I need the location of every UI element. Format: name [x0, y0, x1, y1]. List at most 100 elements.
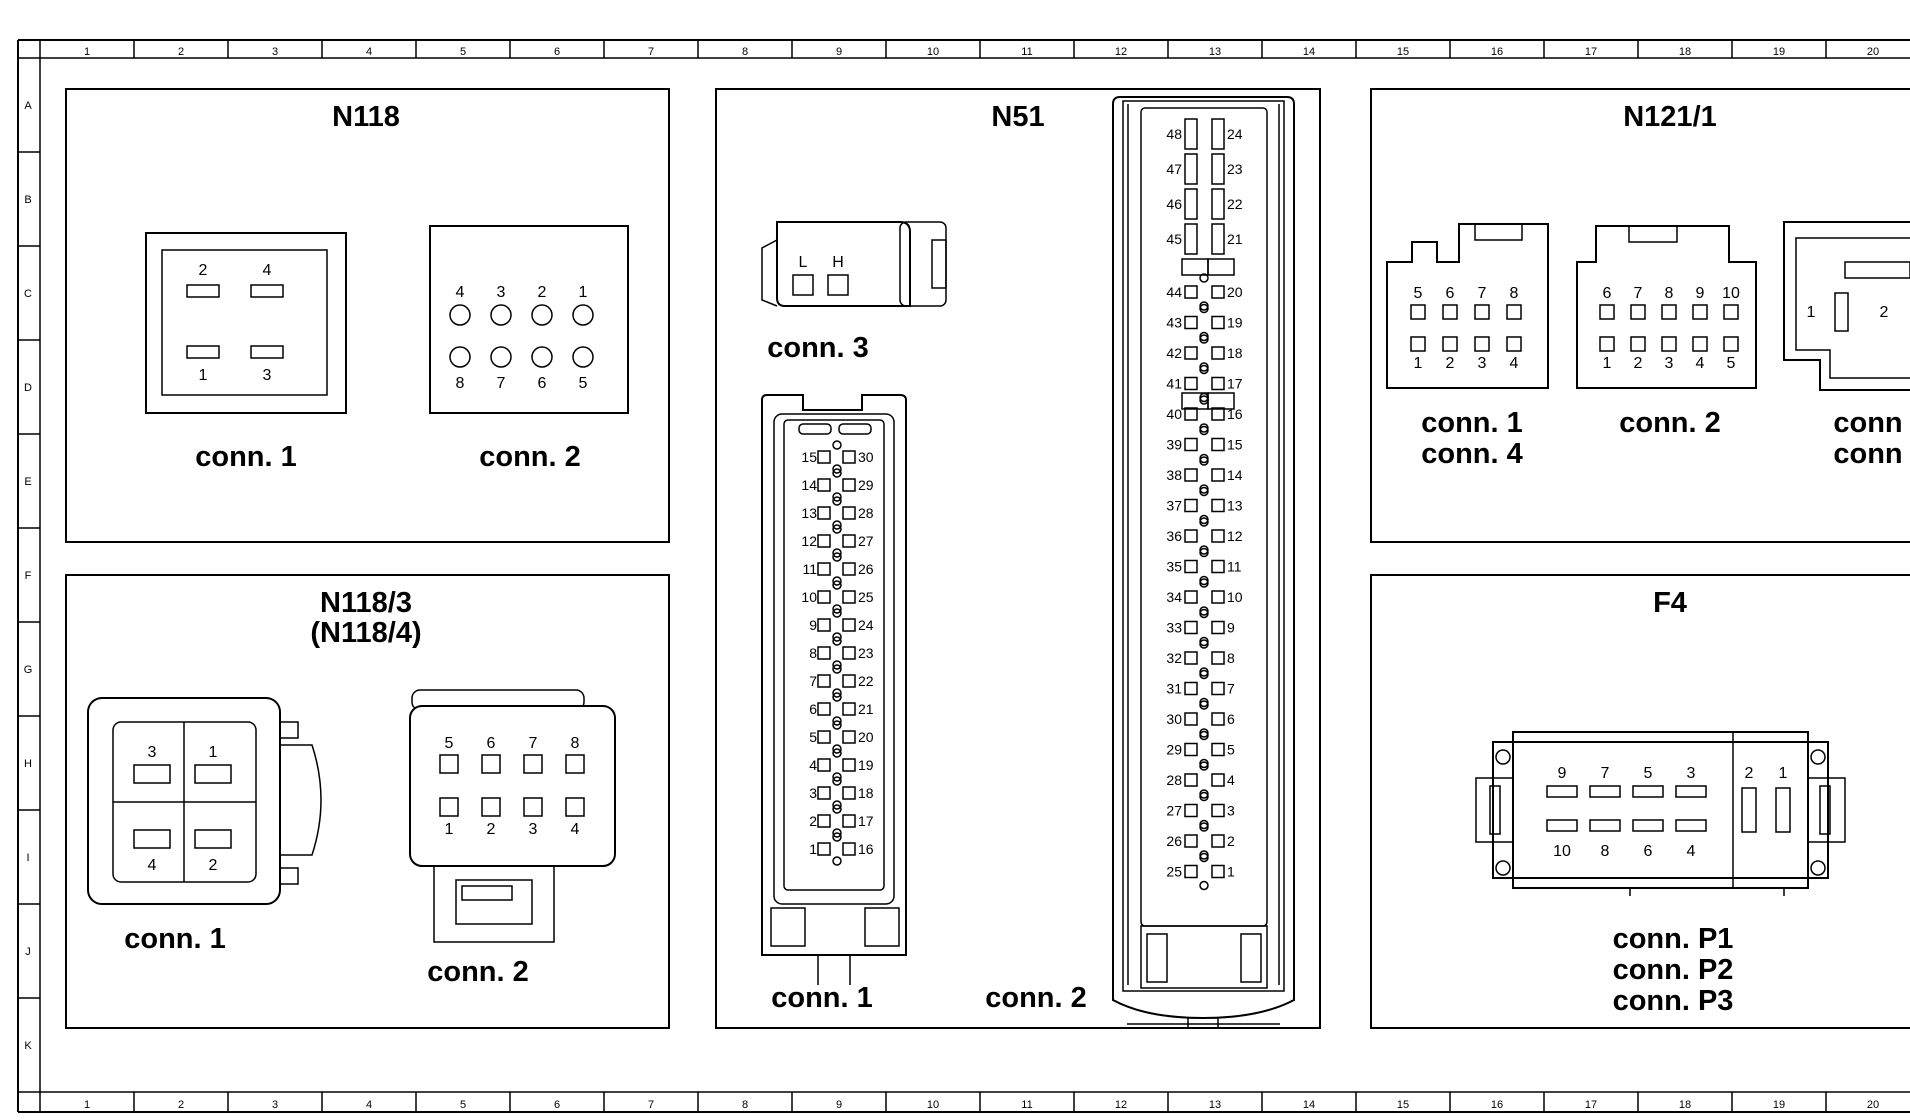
pin-link: [1199, 791, 1209, 802]
pin-link: [832, 464, 842, 474]
f4-conn-p2-label: conn. P2: [1613, 954, 1734, 986]
grid-column-label: 7: [648, 1099, 654, 1111]
grid-column-label: 7: [648, 46, 654, 58]
pin-label: 12: [1227, 528, 1243, 544]
pin-label: 2: [1880, 304, 1889, 321]
pin-label: 3: [263, 367, 272, 384]
pin-label: 6: [809, 701, 817, 717]
pin-cell: [817, 814, 831, 828]
pin-cell: [1211, 712, 1225, 726]
grid-row-label: K: [24, 1040, 32, 1052]
module-n118-3: N118/3 (N118/4) 3 1 4 2 conn. 1: [65, 574, 670, 1029]
pin-label: 35: [1166, 559, 1182, 575]
pin-cell: [1211, 376, 1225, 391]
pin-cell: [1211, 529, 1225, 543]
n118-conn1-connector: 2 4 1 3: [145, 232, 347, 414]
pin-link: [1199, 578, 1209, 588]
pin-cell: [842, 618, 856, 632]
pin-label: 6: [1644, 843, 1653, 860]
pin-cell: [817, 590, 831, 604]
grid-column-label: 12: [1115, 46, 1127, 58]
pin-link: [832, 828, 842, 838]
pin-label: 5: [445, 735, 454, 752]
n118-conn2-label: conn. 2: [479, 441, 581, 473]
pin-link: [832, 576, 842, 586]
grid-column-label: 15: [1397, 1099, 1409, 1111]
pin-label: 26: [1166, 833, 1182, 849]
pin-label: 8: [571, 735, 580, 752]
pin-cell: [842, 702, 856, 716]
pin-label: 12: [801, 533, 817, 549]
grid-column-label: 11: [1021, 1099, 1032, 1111]
pin-cell: [1184, 118, 1198, 150]
grid-column-label: 20: [1867, 46, 1879, 58]
f4-connector: 9 7 5 3 10 8 6 4 2 1: [1475, 731, 1846, 896]
pin-link: [832, 440, 842, 450]
grid-row-label: D: [24, 382, 32, 394]
grid-row-labels: ABCDEFGHIJKL: [18, 57, 40, 1093]
pin-cell: [817, 702, 831, 716]
pin-label: 19: [1227, 315, 1243, 331]
pin-cell: [1184, 834, 1198, 848]
pin-cell: [1211, 407, 1225, 421]
grid-column-label: 16: [1491, 1099, 1503, 1111]
pin-label: 3: [497, 284, 506, 301]
pin-label: 29: [858, 477, 874, 493]
pin-cell: [1184, 315, 1198, 330]
pin-label: 6: [1446, 285, 1455, 302]
pin-link: [832, 692, 842, 702]
pin-label: 18: [858, 785, 874, 801]
pin-link: [832, 496, 842, 506]
pin-label: 15: [801, 449, 817, 465]
pin-label: 24: [1227, 126, 1243, 142]
pin-label: 4: [571, 821, 580, 838]
n121-1-conn2-label: conn. 2: [1619, 407, 1721, 439]
pin-link: [1199, 334, 1209, 344]
pin-label: 8: [1601, 843, 1610, 860]
pin-label: 3: [1687, 765, 1696, 782]
pin-label: 29: [1166, 742, 1182, 758]
module-n118: N118 2 4 1 3 conn. 1 4 3 2: [65, 88, 670, 543]
pin-link: [832, 548, 842, 558]
n121-1-conn3b-label: conn: [1833, 438, 1902, 470]
pin-label: 15: [1227, 437, 1243, 453]
pin-link: [1199, 852, 1209, 863]
pin-cell: [817, 450, 831, 464]
pin-label: 5: [1727, 355, 1736, 372]
pin-label: 25: [858, 589, 874, 605]
pin-cell: [1211, 285, 1225, 299]
pin-label: 2: [487, 821, 496, 838]
pin-cell: [1211, 590, 1225, 604]
pin-cell: [1184, 223, 1198, 255]
pin-label: 8: [456, 375, 465, 392]
pin-label: 4: [1510, 355, 1519, 372]
n121-1-conn4-label: conn. 4: [1421, 438, 1523, 470]
grid-column-label: 1: [84, 1099, 90, 1111]
grid-row-label: H: [24, 758, 32, 770]
pin-label: 18: [1227, 345, 1243, 361]
n121-1-conn3-connector: 1 2: [1783, 221, 1910, 391]
pin-link: [1199, 761, 1209, 771]
pin-label: 8: [1665, 285, 1674, 302]
pin-label: 44: [1166, 284, 1182, 300]
grid-column-label: 19: [1773, 1099, 1785, 1111]
pin-label: 4: [456, 284, 465, 301]
pin-label: 7: [1634, 285, 1643, 302]
pin-label: 1: [579, 284, 588, 301]
pin-label: 47: [1166, 161, 1182, 177]
pin-label: 23: [858, 645, 874, 661]
pin-label: 6: [538, 375, 547, 392]
pin-label: 20: [858, 729, 874, 745]
pin-label: 30: [858, 449, 874, 465]
pin-cell: [817, 842, 831, 856]
pin-cell: [817, 674, 831, 688]
pin-label: 6: [487, 735, 496, 752]
grid-column-label: 13: [1209, 46, 1221, 58]
pin-cell: [842, 814, 856, 828]
pin-link: [832, 688, 842, 698]
pin-label: 8: [1510, 285, 1519, 302]
pin-label: 1: [199, 367, 208, 384]
pin-cell: [1184, 712, 1198, 726]
